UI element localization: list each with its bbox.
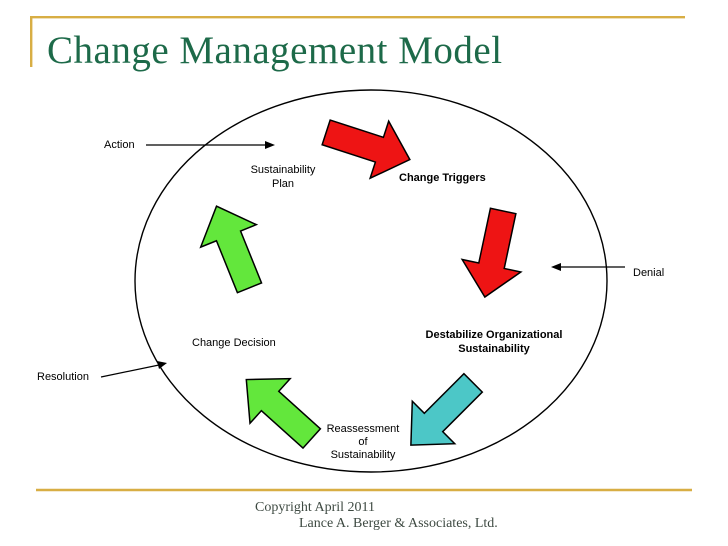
label-change-decision: Change Decision: [192, 337, 276, 349]
footer-copyright: Copyright April 2011: [255, 500, 376, 515]
label-destabilize: Destabilize Organizational Sustainabilit…: [409, 328, 579, 356]
footer-company: Lance A. Berger & Associates, Ltd.: [299, 516, 498, 531]
arrow-sustainability-plan: [187, 194, 279, 300]
label-destabilize-line2: Sustainability: [458, 343, 530, 355]
label-reassessment-line1: Reassessment: [326, 423, 400, 435]
label-reassessment-line2: of: [358, 436, 368, 448]
label-sustainability-plan-line2: Plan: [271, 178, 295, 190]
label-change-triggers: Change Triggers: [399, 172, 486, 184]
title-corner-rule: [30, 16, 685, 67]
label-reassessment: Reassessment of Sustainability: [308, 423, 418, 462]
label-reassessment-line3: Sustainability: [330, 449, 396, 461]
label-denial: Denial: [633, 267, 665, 279]
label-resolution: Resolution: [37, 371, 89, 383]
action-arrowhead-icon: [265, 141, 275, 149]
label-sustainability-plan: Sustainability Plan: [223, 163, 343, 191]
label-destabilize-line1: Destabilize Organizational: [425, 329, 563, 341]
label-sustainability-plan-line1: Sustainability: [250, 164, 316, 176]
resolution-arrowhead-icon: [157, 361, 167, 369]
page-title: Change Management Model: [47, 29, 503, 72]
label-action: Action: [104, 139, 135, 151]
denial-arrowhead-icon: [551, 263, 561, 271]
arrow-destabilize: [454, 203, 534, 305]
resolution-connector-line: [100, 364, 160, 378]
cycle-ellipse: [134, 89, 608, 473]
